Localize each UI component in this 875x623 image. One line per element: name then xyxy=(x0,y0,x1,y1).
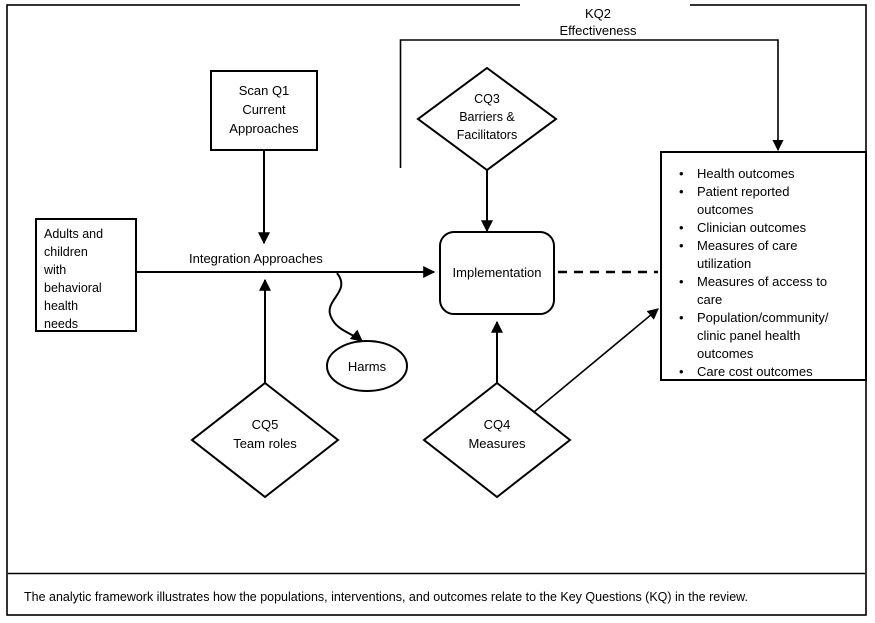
outcomes-item-2-line-1: Patient reported xyxy=(697,184,790,199)
outcomes-bullet-glyph-3: • xyxy=(679,220,684,235)
harms-label: Harms xyxy=(348,359,387,374)
outcomes-bullet-glyph-1: • xyxy=(679,166,684,181)
population-line-1: Adults and xyxy=(44,227,103,241)
population-line-3: with xyxy=(43,263,66,277)
cq4-to-outcomes-arrow xyxy=(533,308,659,413)
integration-to-harms-wavy-arrow xyxy=(328,272,363,342)
implementation-label: Implementation xyxy=(453,265,542,280)
harms-ellipse xyxy=(326,340,408,392)
outcomes-item-6-line-3: outcomes xyxy=(697,346,754,361)
population-line-5: health xyxy=(44,299,78,313)
population-line-2: children xyxy=(44,245,88,259)
outcomes-item-6-line-2: clinic panel health xyxy=(697,328,800,343)
outcomes-bullet-glyph-2: • xyxy=(679,184,684,199)
cq5-diamond xyxy=(190,381,340,499)
outcomes-item-7-line-1: Care cost outcomes xyxy=(697,364,813,379)
outcomes-item-1-line-1: Health outcomes xyxy=(697,166,795,181)
population-box xyxy=(35,218,137,332)
kq2-line-2: Effectiveness xyxy=(559,23,637,38)
scan-q1-box xyxy=(210,70,318,151)
cq3-line-2: Barriers & xyxy=(459,110,515,124)
outcomes-bullet-glyph-6: • xyxy=(679,310,684,325)
outcomes-item-6-line-1: Population/community/ xyxy=(697,310,829,325)
cq5-line-2: Team roles xyxy=(233,436,297,451)
outcomes-box xyxy=(660,151,867,381)
population-line-4: behavioral xyxy=(44,281,102,295)
outcomes-item-2-line-2: outcomes xyxy=(697,202,754,217)
outcomes-bullet-glyph-7: • xyxy=(679,364,684,379)
kq2-label-backdrop xyxy=(520,2,690,38)
outcomes-bullet-glyph-5: • xyxy=(679,274,684,289)
cq5-line-1: CQ5 xyxy=(252,417,279,432)
outcomes-item-5-line-1: Measures of access to xyxy=(697,274,827,289)
population-line-6: needs xyxy=(44,317,78,331)
outcomes-item-4-line-2: utilization xyxy=(697,256,751,271)
outcomes-item-4-line-1: Measures of care xyxy=(697,238,797,253)
kq2-line-1: KQ2 xyxy=(585,6,611,21)
outcomes-bullet-glyph-4: • xyxy=(679,238,684,253)
cq3-line-1: CQ3 xyxy=(474,92,500,106)
cq4-diamond xyxy=(422,381,572,499)
kq2-effectiveness-arrow xyxy=(399,39,784,168)
cq4-line-2: Measures xyxy=(468,436,526,451)
cq3-line-3: Facilitators xyxy=(457,128,517,142)
integration-approaches-label: Integration Approaches xyxy=(189,251,323,266)
scan-q1-line-2: Current xyxy=(242,102,286,117)
scan-q1-line-1: Scan Q1 xyxy=(239,83,290,98)
cq4-line-1: CQ4 xyxy=(484,417,511,432)
scan-q1-line-3: Approaches xyxy=(229,121,299,136)
implementation-box xyxy=(439,231,555,315)
outcomes-item-5-line-2: care xyxy=(697,292,722,307)
outcomes-item-3-line-1: Clinician outcomes xyxy=(697,220,807,235)
figure-caption: The analytic framework illustrates how t… xyxy=(24,590,748,604)
